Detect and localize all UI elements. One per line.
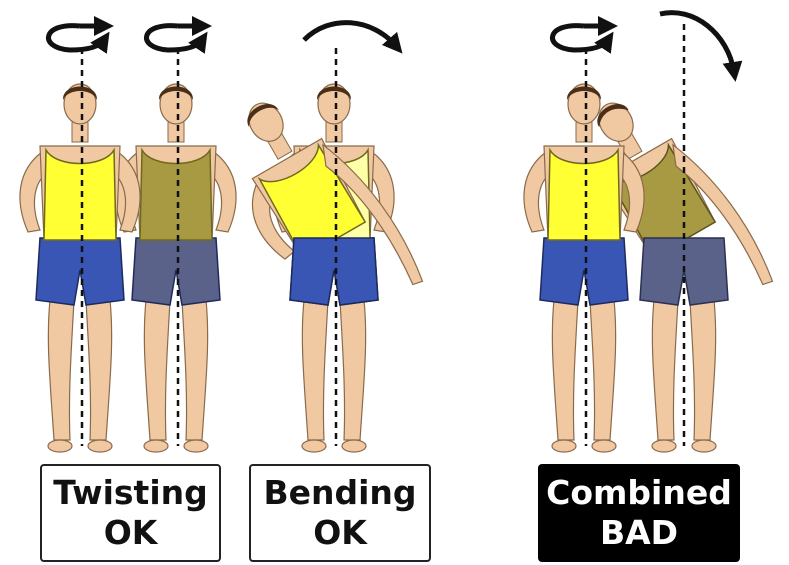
bending-label-line2: OK: [313, 513, 367, 553]
rotation-arrow-icon: [146, 26, 202, 50]
twisting-panel: [20, 26, 236, 452]
bend-arrow-icon: [660, 13, 734, 72]
figure-rotated: [116, 84, 236, 452]
twisting-label: Twisting OK: [40, 464, 221, 562]
rotation-arrow-icon: [48, 26, 104, 50]
rotation-arrow-icon: [552, 26, 608, 50]
combined-panel: [524, 13, 776, 452]
bend-arrow-icon: [304, 23, 396, 46]
figure-front: [20, 84, 140, 452]
bending-label-line1: Bending: [263, 473, 416, 513]
combined-label-line1: Combined: [546, 473, 732, 513]
twisting-label-line2: OK: [104, 513, 158, 553]
bending-label: Bending OK: [249, 464, 431, 562]
twisting-label-line1: Twisting: [53, 473, 208, 513]
bending-panel: [204, 23, 426, 452]
combined-label: Combined BAD: [538, 464, 740, 562]
combined-label-line2: BAD: [600, 513, 678, 553]
